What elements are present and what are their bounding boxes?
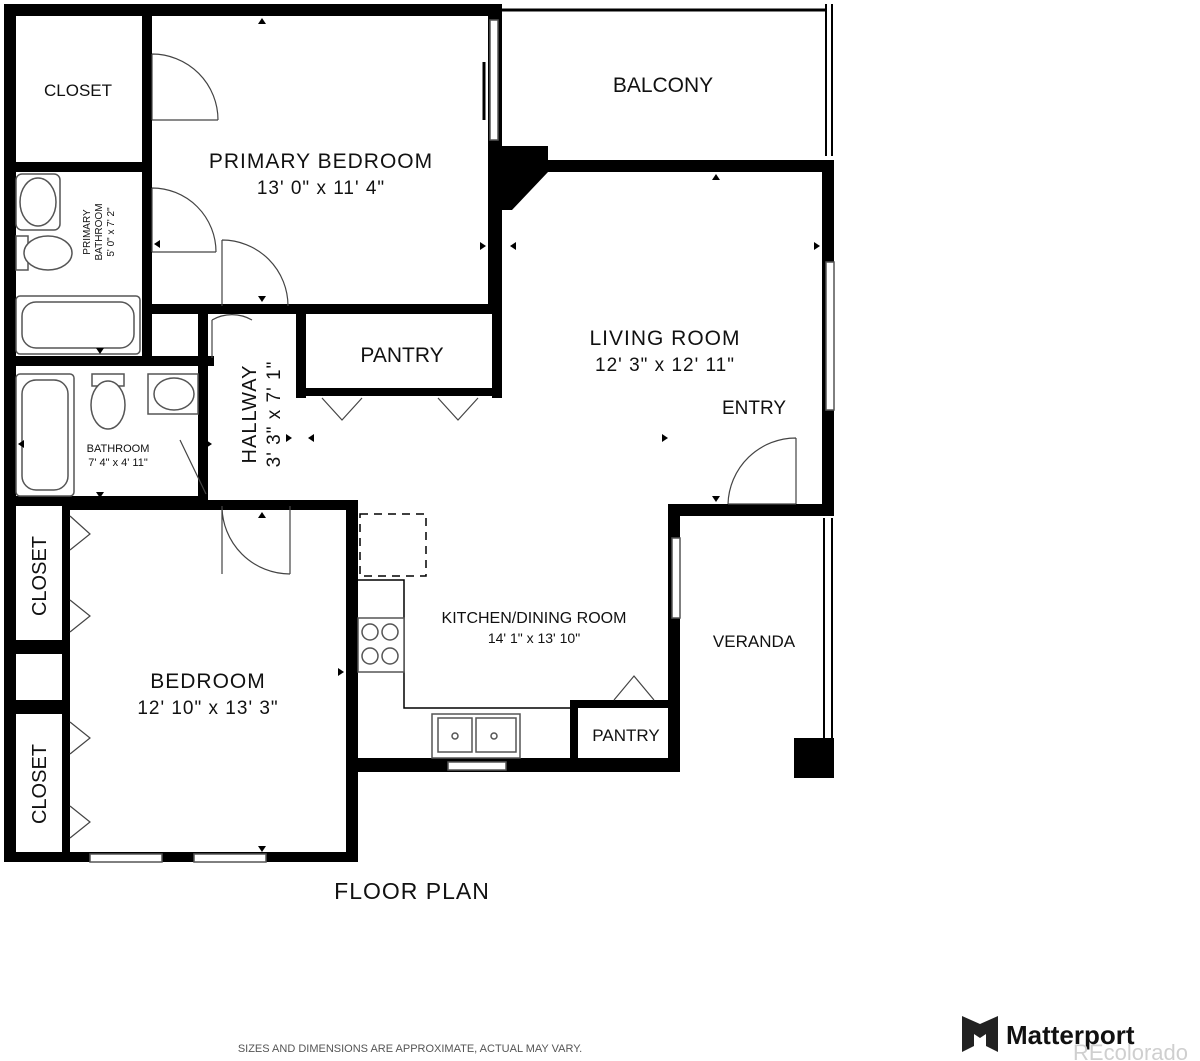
veranda-label: VERANDA [713, 632, 796, 651]
closet-left-bottom-label: CLOSET [29, 744, 51, 824]
bedroom-dims: 12' 10" x 13' 3" [137, 698, 278, 719]
footer: SIZES AND DIMENSIONS ARE APPROXIMATE, AC… [238, 1016, 1188, 1061]
hallway-label: HALLWAY [239, 365, 261, 464]
floor-plan-title: FLOOR PLAN [334, 878, 490, 904]
door-markers [18, 18, 820, 852]
hallway-label-group: HALLWAY 3' 3" x 7' 1" [239, 361, 285, 468]
bedroom-label: BEDROOM [150, 670, 266, 693]
bathroom-label: BATHROOM [87, 443, 150, 455]
entry-label: ENTRY [722, 398, 786, 419]
balcony-label: BALCONY [613, 74, 713, 97]
doors [69, 53, 797, 839]
closet-left-top-label-group: CLOSET [29, 536, 51, 616]
room-labels: CLOSET PRIMARY BEDROOM 13' 0" x 11' 4" B… [29, 74, 796, 904]
closet-left-top-label: CLOSET [29, 536, 51, 616]
kitchen-dims: 14' 1" x 13' 10" [488, 630, 580, 646]
primary-bedroom-dims: 13' 0" x 11' 4" [257, 178, 385, 199]
walls [4, 4, 834, 862]
pantry-top-label: PANTRY [360, 344, 443, 367]
primary-bedroom-label: PRIMARY BEDROOM [209, 150, 433, 173]
recolorado-watermark: REcolorado [1073, 1040, 1188, 1061]
matterport-brand: Matterport [1006, 1020, 1135, 1050]
primary-bathroom-dims: 5' 0" x 7' 2" [106, 207, 117, 257]
closet-top-label: CLOSET [44, 81, 112, 100]
living-room-dims: 12' 3" x 12' 11" [595, 355, 735, 376]
primary-bathroom-label-line1: PRIMARY [82, 209, 93, 255]
pantry-bottom-label: PANTRY [592, 726, 659, 745]
primary-bathroom-label-line2: BATHROOM [94, 203, 105, 260]
hallway-dims: 3' 3" x 7' 1" [264, 361, 285, 468]
primary-bathroom-label-group: PRIMARY BATHROOM 5' 0" x 7' 2" [82, 203, 117, 260]
matterport-logo-icon [962, 1016, 998, 1052]
closet-left-bottom-label-group: CLOSET [29, 744, 51, 824]
railings [89, 4, 835, 863]
disclaimer-text: SIZES AND DIMENSIONS ARE APPROXIMATE, AC… [238, 1043, 582, 1055]
living-room-label: LIVING ROOM [589, 327, 740, 350]
fixtures [15, 173, 570, 759]
kitchen-label: KITCHEN/DINING ROOM [442, 610, 627, 627]
bathroom-dims: 7' 4" x 4' 11" [88, 457, 148, 469]
